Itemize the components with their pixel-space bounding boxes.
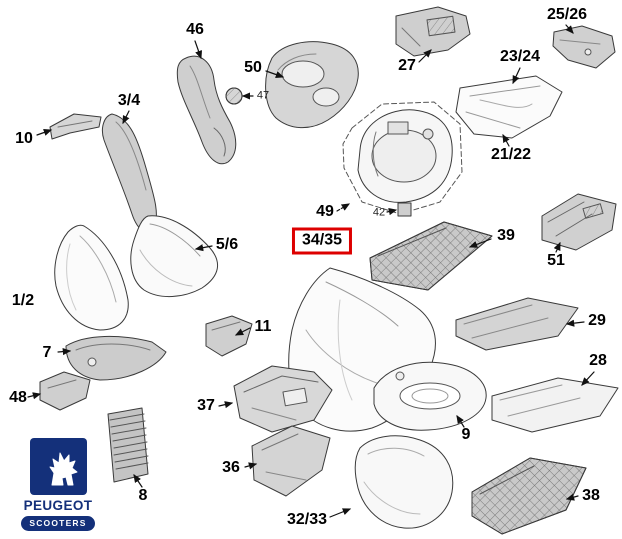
part-47-drawing	[225, 87, 243, 105]
peugeot-scooters-logo: PEUGEOT SCOOTERS	[19, 438, 97, 531]
part-label-51: 51	[547, 252, 565, 269]
part-label-46: 46	[186, 21, 204, 38]
part-51-drawing	[541, 193, 617, 251]
part-label-1-2: 1/2	[11, 292, 35, 309]
part-label-32-33: 32/33	[286, 511, 328, 528]
leader-arrows	[27, 24, 595, 518]
part-label-21-22: 21/22	[490, 146, 532, 163]
peugeot-logo-square	[29, 438, 87, 495]
part-46-drawing	[176, 55, 237, 165]
part-3-4-drawing	[101, 113, 157, 233]
part-label-34-35-highlighted: 34/35	[291, 227, 353, 255]
part-1-2-drawing	[54, 224, 129, 331]
part-23-24-21-22-drawing	[455, 75, 563, 139]
part-8-drawing	[107, 407, 149, 483]
part-label-11: 11	[254, 318, 272, 335]
part-label-27: 27	[398, 57, 416, 74]
part-label-38: 38	[582, 487, 600, 504]
part-39-drawing	[369, 221, 493, 291]
part-9-drawing	[373, 361, 487, 431]
part-label-9: 9	[461, 426, 471, 443]
part-label-23-24: 23/24	[499, 48, 541, 65]
part-10-drawing	[49, 113, 102, 140]
part-label-7: 7	[42, 344, 52, 361]
part-42-drawing	[397, 202, 412, 217]
part-7-drawing	[65, 335, 167, 381]
part-50-drawing	[265, 41, 359, 129]
part-37-drawing	[233, 365, 333, 433]
part-28-drawing	[491, 377, 619, 433]
part-label-25-26: 25/26	[546, 6, 588, 23]
part-25-26-drawing	[552, 25, 616, 69]
peugeot-lion-icon	[49, 452, 78, 485]
part-label-29: 29	[588, 312, 606, 329]
scooters-subbrand-badge: SCOOTERS	[21, 516, 95, 531]
part-29-drawing	[455, 297, 579, 351]
part-27-drawing	[395, 6, 471, 57]
part-label-50: 50	[244, 59, 262, 76]
part-label-10: 10	[15, 130, 33, 147]
part-36-drawing	[251, 425, 331, 497]
part-label-47: 47	[256, 89, 270, 102]
part-label-42: 42	[372, 206, 386, 219]
part-label-3-4: 3/4	[117, 92, 141, 109]
part-38-drawing	[471, 457, 587, 535]
part-label-48: 48	[9, 389, 27, 406]
part-label-36: 36	[222, 459, 240, 476]
part-label-37: 37	[197, 397, 215, 414]
part-label-8: 8	[138, 487, 148, 504]
part-label-49: 49	[316, 203, 334, 220]
part-label-39: 39	[497, 227, 515, 244]
part-label-28: 28	[589, 352, 607, 369]
part-label-5-6: 5/6	[215, 236, 239, 253]
peugeot-brand-text: PEUGEOT	[23, 498, 93, 513]
part-49-group-drawing	[342, 101, 463, 217]
part-48-drawing	[39, 371, 91, 411]
part-11-drawing	[205, 315, 253, 357]
part-5-6-drawing	[130, 215, 218, 297]
part-32-33-drawing	[354, 435, 454, 529]
